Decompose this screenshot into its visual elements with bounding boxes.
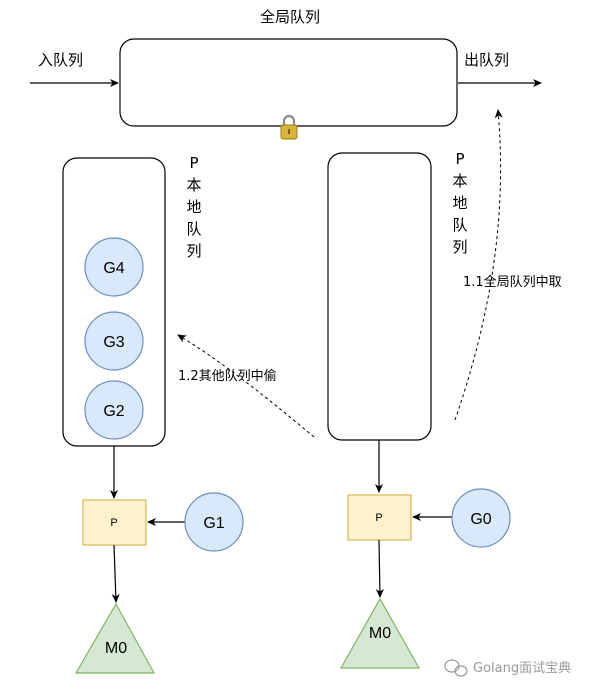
svg-text:M0: M0 bbox=[369, 625, 391, 642]
svg-text:G2: G2 bbox=[103, 403, 124, 420]
left-p-to-m-arrow bbox=[111, 544, 120, 603]
steal-global-label: 1.1全局队列中取 bbox=[463, 274, 562, 290]
left-p-box: P bbox=[82, 499, 147, 546]
svg-text:P: P bbox=[110, 517, 117, 529]
left-machine-m0: M0 bbox=[74, 602, 156, 674]
right-machine-m0: M0 bbox=[339, 597, 421, 669]
svg-text:G1: G1 bbox=[203, 515, 224, 532]
goroutine-g4: G4 bbox=[84, 237, 144, 297]
right-local-queue-box bbox=[327, 152, 432, 441]
goroutine-g3: G3 bbox=[84, 311, 144, 371]
padlock-icon bbox=[280, 114, 298, 140]
svg-text:本: 本 bbox=[452, 172, 467, 190]
goroutine-g1: G1 bbox=[184, 492, 244, 552]
global-queue-title: 全局队列 bbox=[260, 8, 320, 26]
svg-text:队: 队 bbox=[452, 216, 467, 234]
svg-text:列: 列 bbox=[452, 238, 467, 256]
steal-global-arrow bbox=[454, 109, 503, 421]
svg-text:M0: M0 bbox=[105, 640, 127, 657]
svg-text:列: 列 bbox=[186, 242, 201, 260]
goroutine-g2: G2 bbox=[84, 380, 144, 440]
svg-text:地: 地 bbox=[186, 198, 201, 216]
right-p-box: P bbox=[347, 494, 412, 541]
steal-other-label: 1.2其他队列中偷 bbox=[178, 369, 277, 384]
right-p-to-m-arrow bbox=[375, 539, 384, 598]
svg-text:地: 地 bbox=[452, 194, 467, 212]
goroutine-g0: G0 bbox=[451, 488, 511, 548]
enqueue-label: 入队列 bbox=[38, 51, 83, 69]
svg-text:本: 本 bbox=[186, 176, 201, 194]
watermark: Golang面试宝典 bbox=[444, 659, 571, 677]
steal-other-arrow bbox=[177, 334, 315, 438]
svg-text:队: 队 bbox=[186, 220, 201, 238]
svg-text:P: P bbox=[189, 154, 198, 172]
wechat-icon bbox=[444, 659, 468, 677]
dequeue-label: 出队列 bbox=[464, 51, 509, 69]
right-local-queue-label: P 本 地 队 列 bbox=[452, 150, 467, 256]
watermark-text: Golang面试宝典 bbox=[473, 661, 571, 676]
global-queue-box bbox=[119, 38, 458, 127]
svg-text:G4: G4 bbox=[103, 260, 124, 277]
svg-text:G0: G0 bbox=[470, 511, 491, 528]
svg-text:P: P bbox=[375, 512, 382, 524]
left-local-queue-label: P 本 地 队 列 bbox=[186, 154, 201, 260]
svg-text:G3: G3 bbox=[103, 334, 124, 351]
svg-text:P: P bbox=[455, 150, 464, 168]
